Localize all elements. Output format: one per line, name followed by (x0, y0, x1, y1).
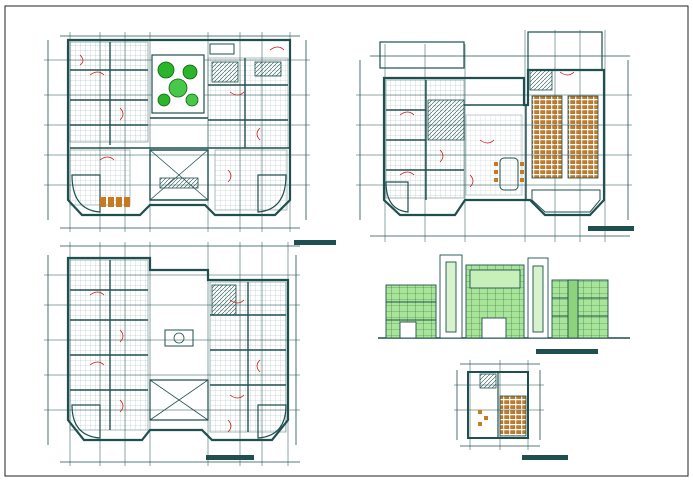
title-bar-auditorium (588, 226, 634, 231)
title-bar-detail (522, 455, 568, 460)
auditorium-floor-plan (356, 30, 632, 242)
door-swings-auditorium (399, 71, 575, 188)
furniture-detail (478, 410, 488, 426)
garden-trees (157, 61, 199, 107)
title-bar-first (206, 455, 254, 460)
door-swings-first (89, 291, 261, 433)
sheet-border (4, 5, 689, 477)
ground-floor-plan (44, 32, 310, 232)
door-swings-ground (79, 46, 285, 183)
front-elevation (378, 254, 630, 339)
first-floor-plan (44, 242, 300, 466)
title-bar-ground (294, 240, 336, 245)
roof-detail-plan (454, 360, 544, 450)
furniture-auditorium (494, 162, 524, 182)
furniture-ground (100, 197, 130, 207)
title-bar-elevation (536, 349, 598, 354)
